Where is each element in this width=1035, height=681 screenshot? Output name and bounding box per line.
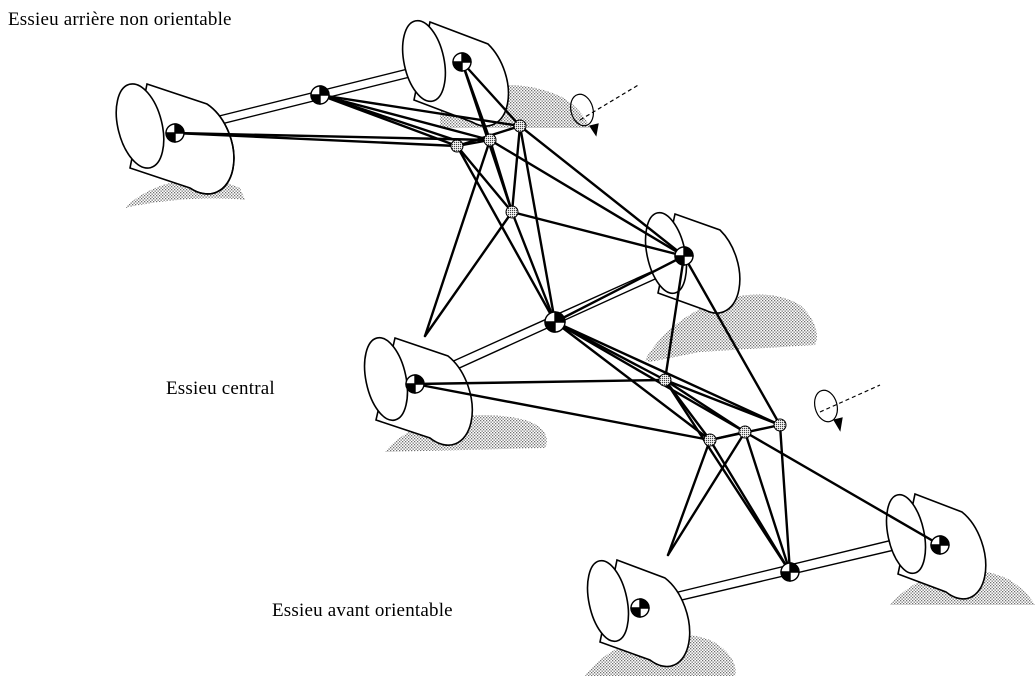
rear-axle-label: Essieu arrière non orientable — [8, 9, 232, 30]
ground-mound-mid-right — [645, 294, 817, 362]
wheel-cylinder-icon — [644, 211, 741, 314]
spherical-joint-icon — [930, 535, 950, 555]
rotation-axes — [569, 83, 881, 432]
spherical-joint-icon — [773, 418, 787, 432]
spherical-joint-icon — [310, 85, 330, 105]
spherical-joint-icon — [630, 598, 650, 618]
spherical-joint-icon — [658, 373, 672, 387]
wheel-cylinder-icon — [363, 336, 474, 446]
central-axle-label: Essieu central — [166, 378, 275, 399]
spherical-joints-small — [450, 119, 787, 447]
spherical-joint-icon — [703, 433, 717, 447]
spherical-joint-icon — [674, 246, 694, 266]
spherical-joint-icon — [780, 562, 800, 582]
spherical-joint-icon — [165, 123, 185, 143]
spherical-joint-icon — [452, 52, 472, 72]
wheels — [115, 19, 987, 668]
spherical-joint-icon — [450, 139, 464, 153]
spherical-joint-icon — [483, 133, 497, 147]
spherical-joint-icon — [513, 119, 527, 133]
spherical-joint-icon — [405, 374, 425, 394]
hub-joints — [165, 52, 950, 618]
wheel-cylinder-icon — [401, 19, 510, 127]
spherical-joint-icon — [544, 311, 566, 333]
spherical-joint-icon — [738, 425, 752, 439]
spherical-joint-icon — [505, 205, 519, 219]
front-axle-label: Essieu avant orientable — [272, 600, 453, 621]
rotation-axis-icon — [569, 83, 641, 137]
rotation-axis-icon — [813, 384, 881, 432]
